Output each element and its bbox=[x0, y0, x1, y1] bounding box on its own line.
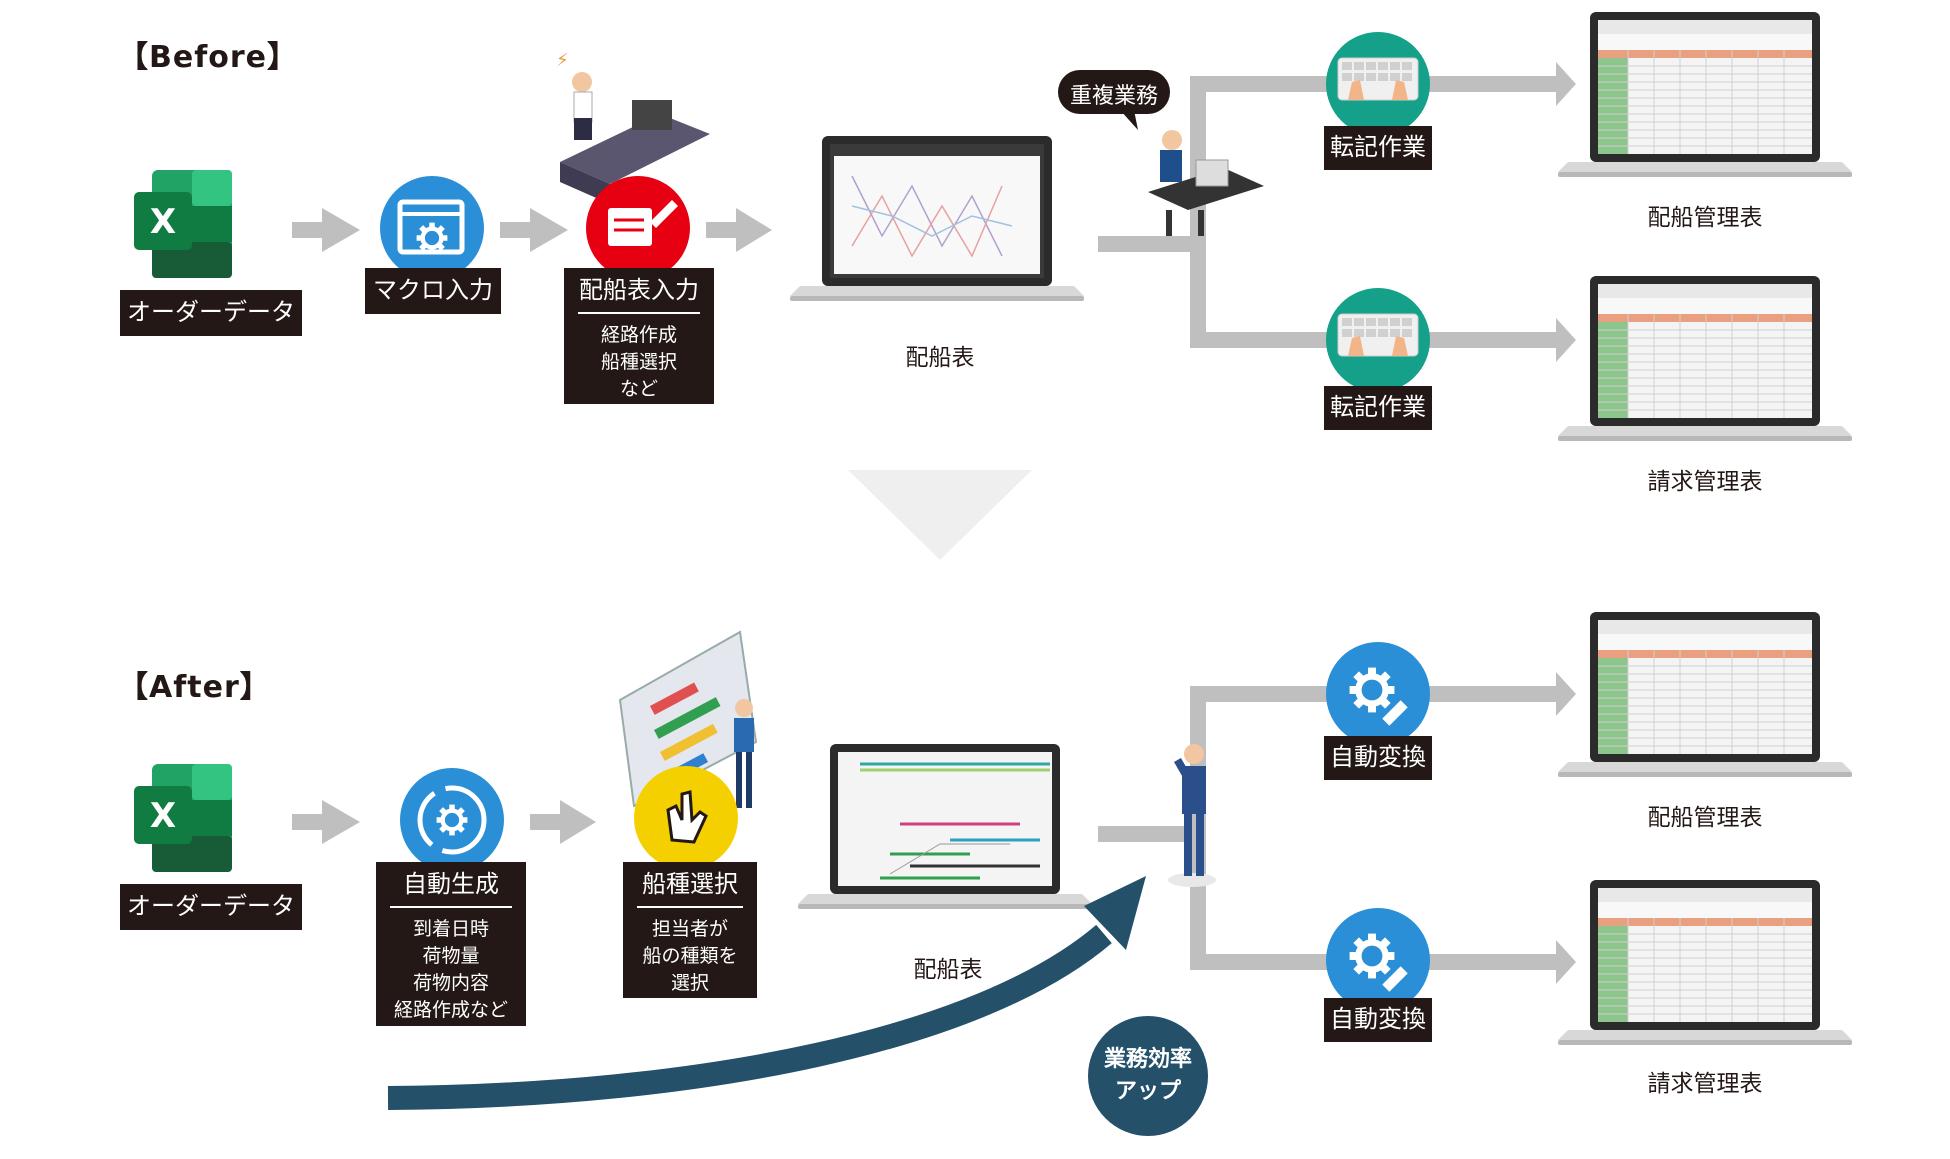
keyboard-typing-icon bbox=[1326, 32, 1430, 136]
sub-line: 担当者が bbox=[651, 918, 728, 940]
office-worker-illustration bbox=[1148, 130, 1264, 236]
excel-icon bbox=[134, 170, 232, 278]
sub-line: 選択 bbox=[670, 972, 709, 994]
sub-line: 船種選択 bbox=[600, 351, 677, 373]
pen-document-icon bbox=[586, 176, 690, 280]
divider bbox=[390, 906, 512, 908]
divider bbox=[637, 906, 743, 908]
label-sub: 到着日時 荷物量 荷物内容 経路作成など bbox=[376, 908, 526, 1024]
macro-input-label: マクロ入力 bbox=[365, 268, 501, 314]
efficiency-up-arrow bbox=[387, 876, 1146, 1110]
label-sub: 経路作成 船種選択 など bbox=[564, 314, 714, 403]
sub-line: 船の種類を bbox=[642, 945, 738, 967]
badge-line: 業務効率 bbox=[1103, 1047, 1192, 1072]
sub-line: 到着日時 bbox=[412, 918, 489, 940]
transcription-label: 転記作業 bbox=[1324, 386, 1432, 430]
after-output-1-label: 配船管理表 bbox=[1647, 805, 1763, 831]
label-text: 転記作業 bbox=[1330, 393, 1426, 421]
label-text: 配船表入力 bbox=[579, 276, 699, 304]
before-output-1-label: 配船管理表 bbox=[1647, 205, 1763, 231]
duplicate-work-bubble bbox=[1058, 70, 1170, 130]
transcription-label: 転記作業 bbox=[1324, 126, 1432, 170]
keyboard-typing-icon bbox=[1326, 288, 1430, 392]
sub-line: 荷物内容 bbox=[412, 972, 489, 994]
ship-schedule-input-label: 配船表入力 経路作成 船種選択 など bbox=[564, 268, 714, 404]
ship-management-laptop bbox=[1558, 612, 1852, 777]
efficiency-badge-text: 業務効率 アップ bbox=[1088, 1044, 1208, 1108]
sub-line: 経路作成 bbox=[600, 324, 677, 346]
divider bbox=[578, 312, 700, 314]
label-text: マクロ入力 bbox=[373, 276, 493, 304]
auto-gear-icon bbox=[1326, 908, 1430, 1012]
badge-line: アップ bbox=[1114, 1079, 1181, 1104]
hand-tap-icon bbox=[634, 766, 738, 870]
after-output-2-label: 請求管理表 bbox=[1647, 1071, 1763, 1097]
ship-schedule-laptop bbox=[790, 136, 1084, 301]
ship-type-select-label: 船種選択 担当者が 船の種類を 選択 bbox=[623, 862, 757, 998]
after-ship-schedule-label: 配船表 bbox=[913, 957, 983, 983]
sub-line: など bbox=[619, 378, 658, 400]
label-text: オーダーデータ bbox=[127, 892, 295, 920]
before-output-2-label: 請求管理表 bbox=[1647, 469, 1763, 495]
sub-line: 経路作成など bbox=[393, 999, 508, 1021]
sub-line: 荷物量 bbox=[422, 945, 480, 967]
billing-management-laptop bbox=[1558, 276, 1852, 441]
label-text: オーダーデータ bbox=[127, 298, 295, 326]
excel-icon bbox=[134, 764, 232, 872]
stressed-worker-illustration: ⚡ bbox=[556, 50, 710, 204]
auto-convert-label: 自動変換 bbox=[1324, 998, 1432, 1042]
billing-management-laptop bbox=[1558, 880, 1852, 1045]
label-text: 船種選択 bbox=[642, 870, 738, 898]
label-text: 自動変換 bbox=[1330, 1005, 1426, 1033]
label-text: 自動生成 bbox=[403, 870, 499, 898]
before-section-label: 【Before】 bbox=[118, 40, 299, 75]
before-order-data-label: オーダーデータ bbox=[120, 290, 302, 336]
label-sub: 担当者が 船の種類を 選択 bbox=[623, 908, 757, 997]
auto-gear-icon bbox=[1326, 642, 1430, 746]
businessman-illustration bbox=[1168, 744, 1216, 887]
efficiency-badge bbox=[1088, 1016, 1208, 1136]
before-ship-schedule-label: 配船表 bbox=[905, 345, 975, 371]
label-text: 転記作業 bbox=[1330, 133, 1426, 161]
svg-text:⚡: ⚡ bbox=[556, 50, 569, 71]
ship-management-laptop bbox=[1558, 12, 1852, 177]
macro-gear-icon bbox=[380, 176, 484, 280]
ship-schedule-laptop bbox=[798, 744, 1092, 909]
duplicate-work-text: 重複業務 bbox=[1069, 84, 1158, 109]
refresh-gear-icon bbox=[400, 768, 504, 872]
auto-generate-label: 自動生成 到着日時 荷物量 荷物内容 経路作成など bbox=[376, 862, 526, 1026]
transition-down-arrow bbox=[848, 470, 1032, 560]
planning-board-illustration bbox=[618, 630, 758, 808]
label-text: 自動変換 bbox=[1330, 743, 1426, 771]
after-order-data-label: オーダーデータ bbox=[120, 884, 302, 930]
after-section-label: 【After】 bbox=[118, 670, 271, 705]
auto-convert-label: 自動変換 bbox=[1324, 736, 1432, 780]
